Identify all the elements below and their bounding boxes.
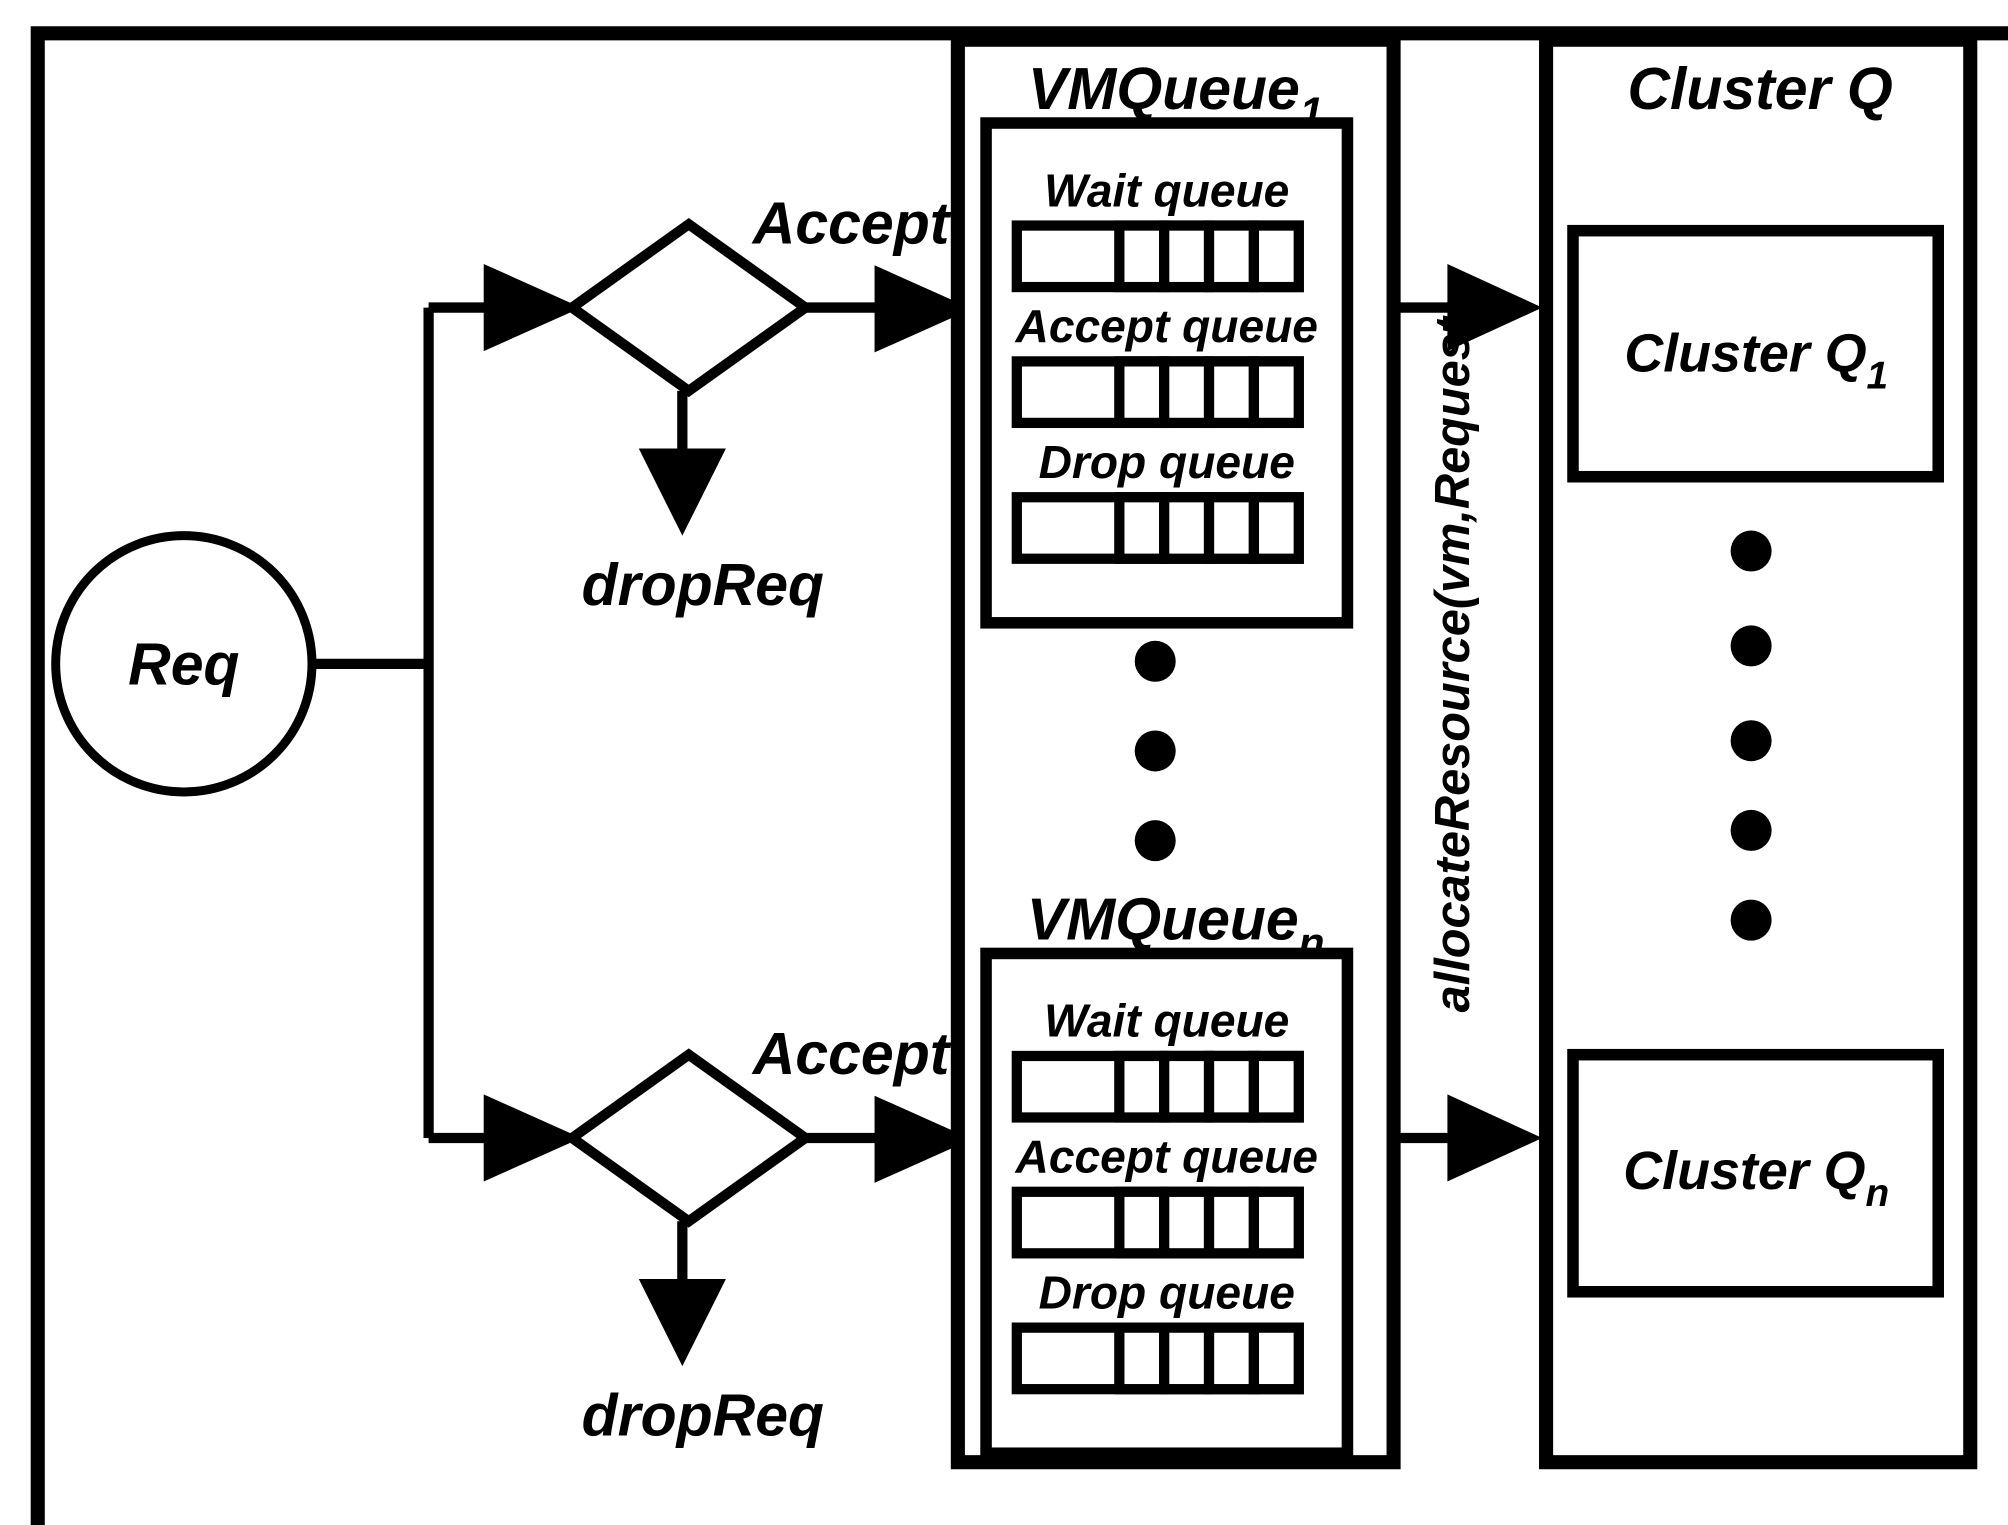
vmqueue-n-row-2-cells	[1011, 1322, 1304, 1395]
arrowhead-allocate-top	[1447, 263, 1543, 352]
drop-label-top: dropReq	[582, 553, 824, 618]
vmqueue-n-row-1-label: Accept queue	[1015, 1131, 1318, 1183]
accept-label-top: Accept	[751, 191, 952, 256]
arrowhead-to-decision-bottom	[483, 1094, 582, 1182]
vmqueue-n-name: VMQueue	[1027, 887, 1299, 952]
arrowhead-to-decision-top	[483, 263, 582, 352]
vmqueue-ellipsis-dots	[1134, 640, 1176, 862]
decision-diamond-bottom	[563, 1048, 815, 1228]
vmqueue-1-row-0-cells	[1011, 220, 1304, 293]
vmqueue-1-row-1-cells	[1011, 356, 1304, 429]
vmqueue-n-row-0-cells	[1011, 1050, 1304, 1123]
vmqueue-1-title: VMQueue1	[1028, 57, 1323, 136]
cluster-q1-name: Cluster Q	[1624, 324, 1866, 384]
cluster-ellipsis-dots	[1730, 530, 1772, 941]
vmqueue-n-row-0-label: Wait queue	[1044, 995, 1289, 1047]
arrowhead-accept-top	[874, 265, 972, 353]
vmqueue-1-name: VMQueue	[1028, 57, 1300, 122]
vmqueue-1-row-2-cells	[1011, 492, 1304, 564]
arrowhead-drop-bottom	[638, 1278, 726, 1367]
decision-diamond-top	[563, 217, 815, 398]
cluster-q1-subscript: 1	[1867, 354, 1889, 397]
vmqueue-1-row-0-label: Wait queue	[1044, 164, 1289, 216]
arrowhead-accept-bottom	[874, 1095, 972, 1183]
req-label: Req	[128, 632, 239, 697]
allocate-resource-label: allocateResource(vm,Request)	[1426, 301, 1480, 1013]
accept-label-bottom: Accept	[751, 1022, 952, 1087]
cluster-qn-box	[1567, 1048, 1944, 1298]
cluster-q1-box	[1567, 224, 1944, 483]
cluster-qn-subscript: n	[1866, 1172, 1890, 1215]
cluster-q1-label: Cluster Q1	[1624, 324, 1888, 398]
cluster-panel-title: Cluster Q	[1627, 57, 1892, 122]
vmqueue-n-row-1-cells	[1011, 1186, 1304, 1259]
vmqueue-n-row-2-label: Drop queue	[1039, 1266, 1295, 1318]
drop-label-bottom: dropReq	[582, 1383, 824, 1448]
cluster-qn-label: Cluster Qn	[1623, 1141, 1889, 1215]
vmqueue-1-row-2-label: Drop queue	[1039, 436, 1295, 488]
arrowhead-drop-top	[638, 448, 726, 536]
arrowhead-allocate-bottom	[1447, 1094, 1543, 1182]
cluster-qn-name: Cluster Q	[1623, 1141, 1865, 1201]
vmqueue-1-row-1-label: Accept queue	[1015, 300, 1318, 352]
